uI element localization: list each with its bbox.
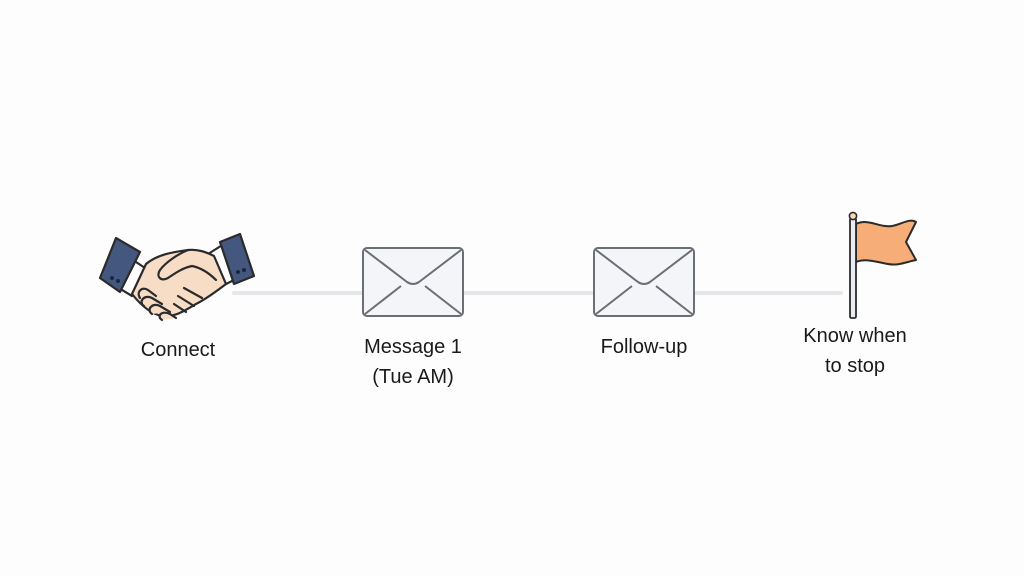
- envelope-icon: [362, 247, 464, 317]
- handshake-icon: [98, 232, 256, 322]
- step-label-follow-up: Follow-up: [600, 336, 688, 358]
- connector-line-2: [463, 291, 596, 295]
- connector-line-3: [693, 291, 843, 295]
- step-label-message-1: Message 1 (Tue AM): [364, 336, 462, 388]
- envelope-icon: [593, 247, 695, 317]
- flag-icon: [848, 211, 917, 319]
- step-label-stop: Know when to stop: [803, 325, 907, 377]
- step-label-connect: Connect: [140, 339, 216, 361]
- connector-line-1: [232, 291, 364, 295]
